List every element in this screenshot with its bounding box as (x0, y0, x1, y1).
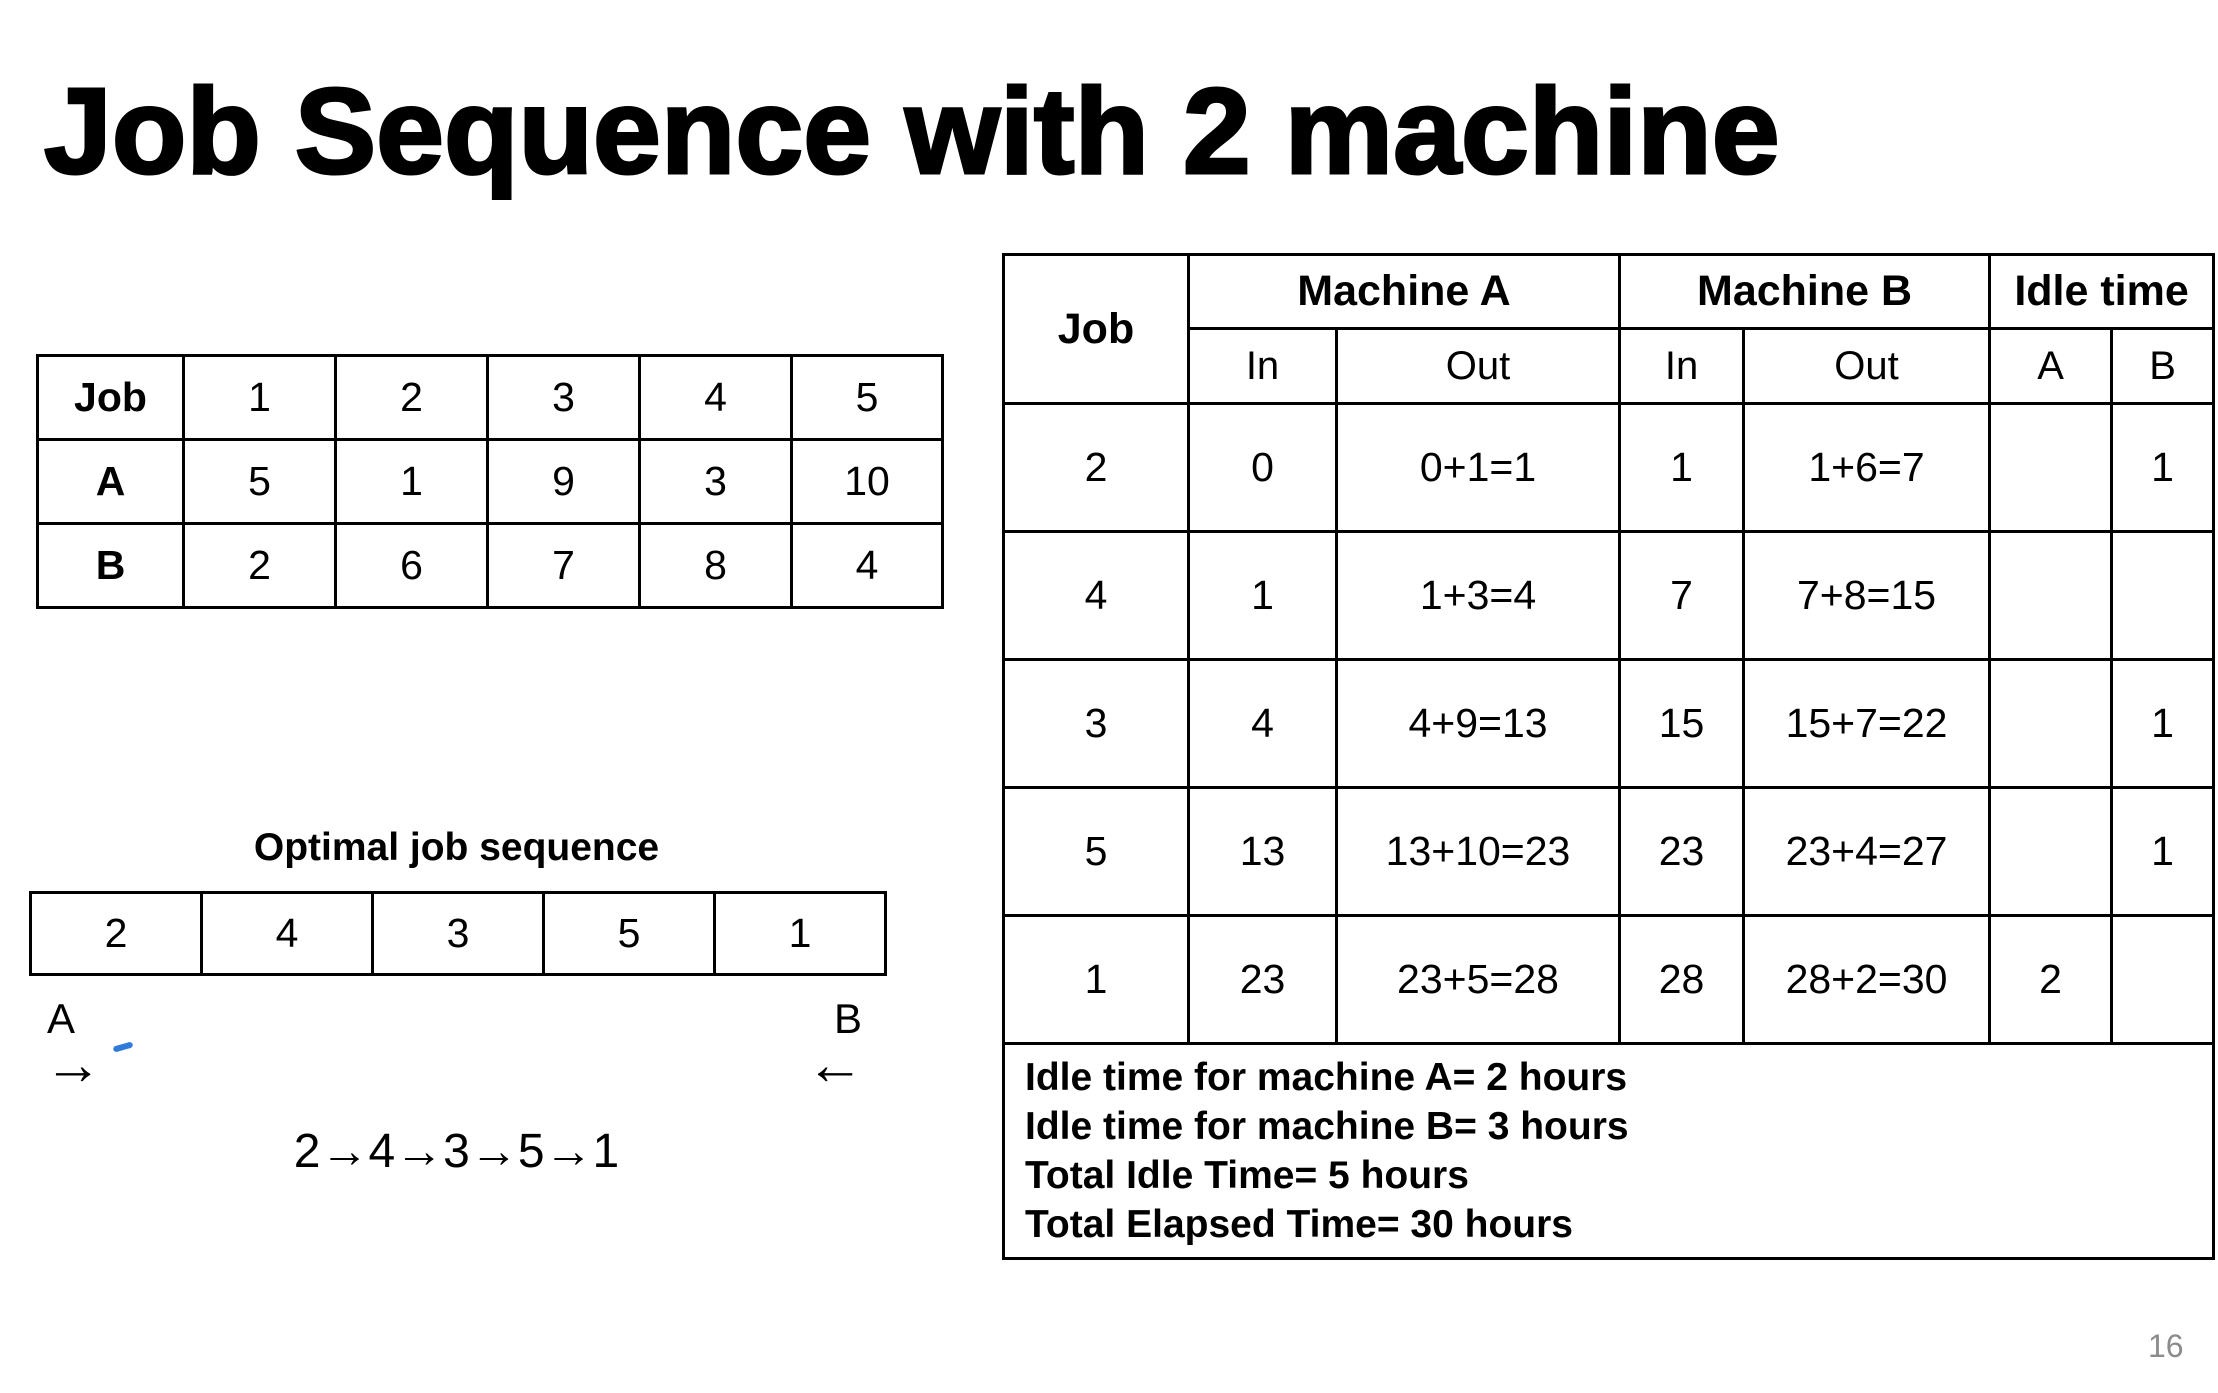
machine-a-in-header: In (1187, 327, 1338, 405)
time-cell: 1 (334, 438, 489, 525)
sequence-cell: 2 (29, 891, 203, 976)
time-cell: 6 (334, 522, 489, 609)
schedule-summary-row: Idle time for machine A= 2 hours Idle ti… (1001, 1042, 2216, 1260)
a-in-cell: 0 (1187, 402, 1338, 533)
idle-b-cell: 1 (2110, 658, 2216, 789)
a-in-cell: 23 (1187, 914, 1338, 1045)
a-out-cell: 4+9=13 (1334, 658, 1622, 789)
time-cell: 4 (790, 522, 944, 609)
optimal-sequence-row: 2 4 3 5 1 (29, 891, 887, 976)
b-in-cell: 1 (1618, 402, 1746, 533)
idle-a-cell: 2 (1988, 914, 2114, 1045)
job-cell: 2 (1002, 402, 1190, 533)
a-out-cell: 0+1=1 (1334, 402, 1622, 533)
job-times-table: Job 1 2 3 4 5 A 5 1 9 3 10 B 2 6 7 8 (36, 354, 944, 609)
job-times-header-row: Job 1 2 3 4 5 (36, 354, 944, 441)
schedule-header-row-1: Job Machine A Machine B Idle time (1002, 253, 2216, 405)
idle-a-cell (1988, 658, 2114, 789)
blue-pen-mark-icon (112, 1041, 134, 1053)
schedule-job-header: Job (1002, 253, 1190, 405)
machine-b-out-header: Out (1742, 327, 1992, 405)
job-cell: 5 (1002, 786, 1190, 917)
time-cell: 2 (182, 522, 337, 609)
schedule-table: Job Machine A Machine B Idle time In Out… (1001, 253, 2216, 1260)
idle-a-cell (1988, 402, 2114, 533)
machine-a-label: A (47, 995, 76, 1042)
machine-b-in-header: In (1618, 327, 1746, 405)
idle-b-cell (2110, 530, 2216, 661)
machine-a-times-row: A 5 1 9 3 10 (36, 438, 944, 525)
sequence-cell: 1 (713, 891, 887, 976)
sequence-cell: 4 (200, 891, 374, 976)
b-out-cell: 7+8=15 (1742, 530, 1992, 661)
schedule-header-row-2: In Out In Out A B (1004, 327, 2216, 405)
idle-b-cell: 1 (2110, 402, 2216, 533)
optimal-sequence-table: 2 4 3 5 1 (29, 891, 887, 976)
b-out-cell: 23+4=27 (1742, 786, 1992, 917)
schedule-summary-cell: Idle time for machine A= 2 hours Idle ti… (1001, 1042, 2216, 1260)
b-out-cell: 15+7=22 (1742, 658, 1992, 789)
time-cell: 5 (182, 438, 337, 525)
machine-a-row-label: A (36, 438, 185, 525)
job-cell: 1 (1002, 914, 1190, 1045)
machine-b-row-label: B (36, 522, 185, 609)
idle-b-summary: Idle time for machine B= 3 hours (1025, 1105, 1629, 1148)
left-arrow-icon: ← (806, 1032, 864, 1097)
b-out-cell: 1+6=7 (1742, 402, 1992, 533)
time-cell: 9 (486, 438, 641, 525)
a-in-cell: 1 (1187, 530, 1338, 661)
slide-title: Job Sequence with 2 machine (43, 63, 1782, 199)
job-times-corner-cell: Job (36, 354, 185, 441)
sequence-cell: 3 (371, 891, 545, 976)
idle-b-cell (2110, 914, 2216, 1045)
machine-b-label: B (834, 995, 863, 1042)
slide-page-number: 16 (2148, 1328, 2184, 1364)
job-number-cell: 2 (334, 354, 489, 441)
b-in-cell: 28 (1618, 914, 1746, 1045)
a-out-cell: 1+3=4 (1334, 530, 1622, 661)
machine-b-times-row: B 2 6 7 8 4 (36, 522, 944, 609)
idle-b-cell: 1 (2110, 786, 2216, 917)
job-number-cell: 3 (486, 354, 641, 441)
right-arrow-icon: → (44, 1032, 102, 1097)
machine-a-header: Machine A (1186, 253, 1622, 330)
schedule-row: 2 0 0+1=1 1 1+6=7 1 (1002, 402, 2216, 533)
idle-a-summary: Idle time for machine A= 2 hours (1025, 1056, 1628, 1099)
b-in-cell: 7 (1618, 530, 1746, 661)
job-cell: 3 (1002, 658, 1190, 789)
idle-a-header: A (1988, 327, 2114, 405)
idle-time-header: Idle time (1988, 253, 2216, 330)
a-in-cell: 4 (1187, 658, 1338, 789)
schedule-row: 3 4 4+9=13 15 15+7=22 1 (1002, 658, 2216, 789)
a-in-cell: 13 (1187, 786, 1338, 917)
optimal-sequence-heading: Optimal job sequence (253, 826, 660, 869)
idle-a-cell (1988, 786, 2114, 917)
a-out-cell: 13+10=23 (1334, 786, 1622, 917)
time-cell: 3 (638, 438, 793, 525)
schedule-row: 1 23 23+5=28 28 28+2=30 2 (1002, 914, 2216, 1045)
sequence-result-text: 2→4→3→5→1 (293, 1125, 620, 1178)
schedule-row: 5 13 13+10=23 23 23+4=27 1 (1002, 786, 2216, 917)
a-out-cell: 23+5=28 (1334, 914, 1622, 1045)
idle-a-cell (1988, 530, 2114, 661)
time-cell: 10 (790, 438, 944, 525)
job-number-cell: 5 (790, 354, 944, 441)
total-elapsed-summary: Total Elapsed Time= 30 hours (1025, 1203, 1573, 1246)
sequence-cell: 5 (542, 891, 716, 976)
schedule-row: 4 1 1+3=4 7 7+8=15 (1002, 530, 2216, 661)
machine-a-out-header: Out (1334, 327, 1622, 405)
time-cell: 8 (638, 522, 793, 609)
job-number-cell: 4 (638, 354, 793, 441)
total-idle-summary: Total Idle Time= 5 hours (1025, 1154, 1469, 1197)
idle-b-header: B (2110, 327, 2216, 405)
b-in-cell: 23 (1618, 786, 1746, 917)
time-cell: 7 (486, 522, 641, 609)
job-number-cell: 1 (182, 354, 337, 441)
b-in-cell: 15 (1618, 658, 1746, 789)
job-cell: 4 (1002, 530, 1190, 661)
machine-b-header: Machine B (1618, 253, 1992, 330)
b-out-cell: 28+2=30 (1742, 914, 1992, 1045)
